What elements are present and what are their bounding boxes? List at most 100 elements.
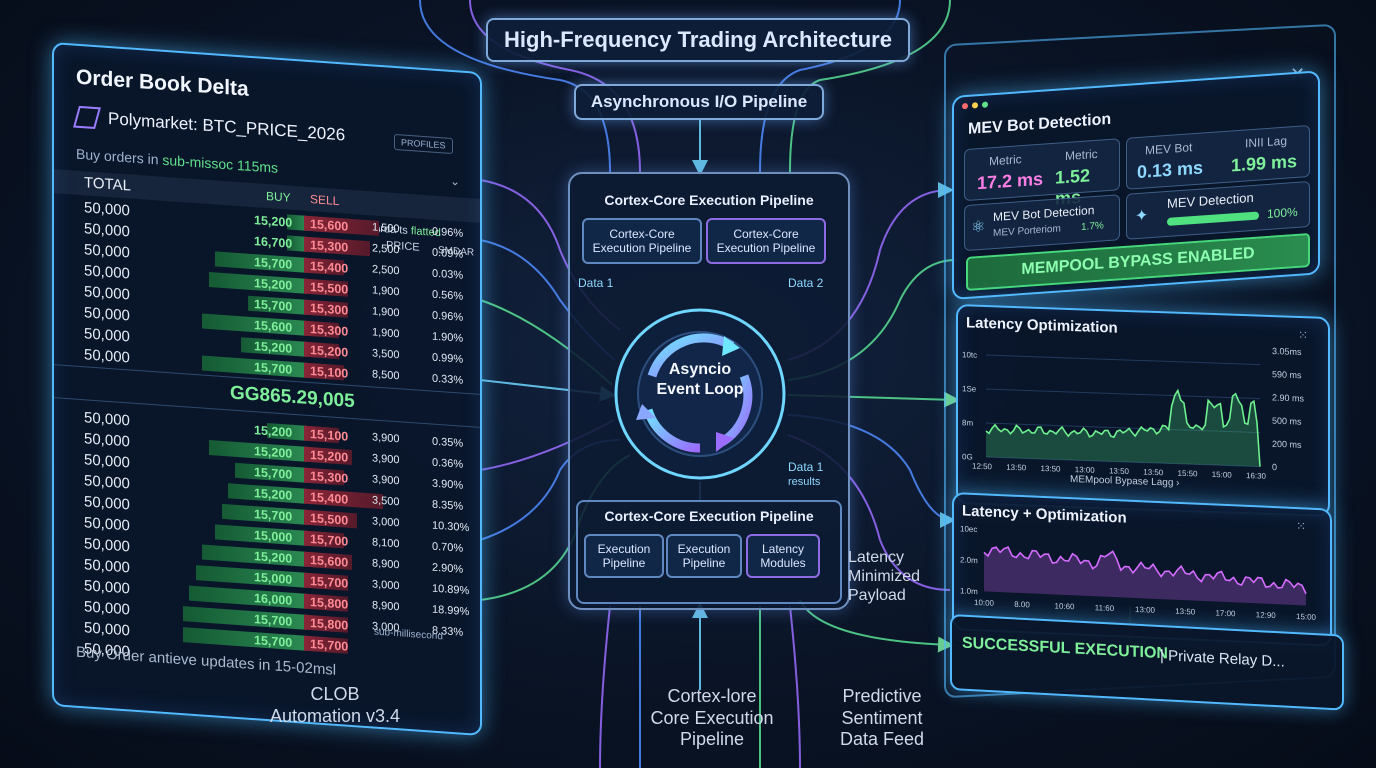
sell-cell: 15,700 <box>310 637 349 654</box>
total-cell: 50,000 <box>84 514 130 535</box>
market-selector[interactable]: Polymarket: BTC_PRICE_2026 <box>73 105 345 147</box>
price-cell: 1,900 <box>372 305 400 320</box>
pct-cell: 3.90% <box>432 477 464 492</box>
clob-line1: CLOB <box>310 684 360 704</box>
y-tick-right: 500 ms <box>1272 416 1302 427</box>
buy-cell: 15,700 <box>254 612 293 629</box>
pct-cell: 0.03% <box>432 267 464 282</box>
pct-cell: 8.35% <box>432 498 464 513</box>
buy-cell: 16,000 <box>254 591 293 608</box>
detection-cell-b: ✦ MEV Detection 100% <box>1126 180 1310 240</box>
y-tick: 10ec <box>960 524 977 534</box>
pct-cell: 1.90% <box>432 330 464 345</box>
loop-line2: Event Loop <box>656 381 744 398</box>
sell-cell: 15,600 <box>310 217 349 234</box>
price-cell: 8,500 <box>372 368 400 383</box>
total-cell: 50,000 <box>84 556 130 577</box>
x-tick: 11:60 <box>1095 603 1115 613</box>
order-book-subtitle: Buy orders in sub-missoc 115ms <box>76 146 278 176</box>
x-tick: 15:50 <box>1178 469 1199 479</box>
chevron-down-icon[interactable]: ⌄ <box>450 173 461 189</box>
y-tick-right: 2.90 ms <box>1272 392 1305 403</box>
pred-line3: Data Feed <box>839 729 925 750</box>
sell-cell: 15,200 <box>310 343 349 360</box>
core-bottom-title: Cortex-Core Execution Pipeline <box>604 508 814 524</box>
metric1-value: 17.2 ms <box>977 168 1044 194</box>
sell-cell: 15,700 <box>310 532 349 549</box>
x-tick: 12:50 <box>972 462 993 472</box>
sell-cell: 15,300 <box>310 238 349 255</box>
atom-icon: ⚛ <box>971 218 986 237</box>
metric4-label: INII Lag <box>1245 133 1288 151</box>
price-cell: 8,900 <box>372 557 400 572</box>
buy-cell: 15,700 <box>254 633 293 650</box>
buy-header: BUY <box>266 188 291 205</box>
price-cell: 3,000 <box>372 515 400 530</box>
profiles-button[interactable]: PROFILES <box>394 133 453 155</box>
total-cell: 50,000 <box>84 577 130 598</box>
total-cell: 50,000 <box>84 619 130 640</box>
buy-cell: 15,200 <box>254 486 293 503</box>
total-cell: 50,000 <box>84 199 130 220</box>
pred-line1: Predictive <box>842 686 922 706</box>
execution-pipeline-1[interactable]: Execution Pipeline <box>584 534 664 578</box>
order-book-title: Order Book Delta <box>76 65 249 101</box>
metric-cell-b: MEV Bot 0.13 ms INII Lag 1.99 ms <box>1126 124 1310 190</box>
total-cell: 50,000 <box>84 304 130 325</box>
detection-cell-a: ⚛ MEV Bot Detection MEV Porteriom 1.7% <box>964 194 1120 252</box>
cortex-line1: Cortex-lore <box>667 686 757 706</box>
metric1-label: Metric <box>989 152 1022 169</box>
price-cell: 1,500 <box>372 221 400 236</box>
latency-modules[interactable]: Latency Modules <box>746 534 820 578</box>
x-tick: 15:00 <box>1212 470 1233 480</box>
total-cell: 50,000 <box>84 409 130 430</box>
core-module-b[interactable]: Cortex-Core Execution Pipeline <box>706 218 826 264</box>
cortex-line3: Pipeline <box>679 729 745 750</box>
buy-cell: 15,700 <box>254 507 293 524</box>
buy-cell: 15,200 <box>254 213 293 230</box>
sell-cell: 15,100 <box>310 364 349 381</box>
clob-line2: Automation v3.4 <box>269 705 401 726</box>
core-module-a[interactable]: Cortex-Core Execution Pipeline <box>582 218 702 264</box>
y-tick-right: 0 <box>1272 462 1277 472</box>
pred-line2: Sentiment <box>841 707 923 728</box>
core-top-title: Cortex-Core Execution Pipeline <box>604 192 814 208</box>
lat-line3: Payload <box>848 587 906 605</box>
diagram-title: High-Frequency Trading Architecture <box>486 18 910 62</box>
metric2-label: Metric <box>1065 146 1098 164</box>
y-tick-left: 1Se <box>962 384 977 394</box>
y-tick-right: 200 ms <box>1272 439 1302 450</box>
x-tick: 12:90 <box>1256 610 1277 620</box>
loop-line1: Asyncio <box>668 361 732 378</box>
sell-cell: 15,200 <box>310 448 349 465</box>
total-cell: 50,000 <box>84 535 130 556</box>
price-cell: 8,900 <box>372 599 400 614</box>
total-cell: 50,000 <box>84 283 130 304</box>
mev-title: MEV Bot Detection <box>968 110 1112 138</box>
total-cell: 50,000 <box>84 262 130 283</box>
gridline <box>986 422 1260 434</box>
sell-cell: 15,300 <box>310 469 349 486</box>
execution-pipeline-2[interactable]: Execution Pipeline <box>666 534 742 578</box>
x-tick: 13:50 <box>1041 464 1062 474</box>
detection-sub: MEV Porteriom <box>993 223 1061 240</box>
y-tick-left: 10tc <box>962 350 977 360</box>
buy-cell: 15,200 <box>254 549 293 566</box>
x-tick: 15:00 <box>1296 612 1317 622</box>
x-tick: 13:50 <box>1143 468 1164 478</box>
total-cell: 50,000 <box>84 220 130 241</box>
pct-cell: 10.30% <box>432 519 470 535</box>
price-cell: 2,500 <box>372 263 400 278</box>
total-cell: 50,000 <box>84 451 130 472</box>
buy-cell: 15,200 <box>254 276 293 293</box>
window-dot-red <box>962 102 968 110</box>
order-book-panel: Order Book Delta Polymarket: BTC_PRICE_2… <box>52 42 482 737</box>
io-pipeline-label: Asynchronous I/O Pipeline <box>574 84 824 120</box>
buy-cell: 16,700 <box>254 234 293 251</box>
